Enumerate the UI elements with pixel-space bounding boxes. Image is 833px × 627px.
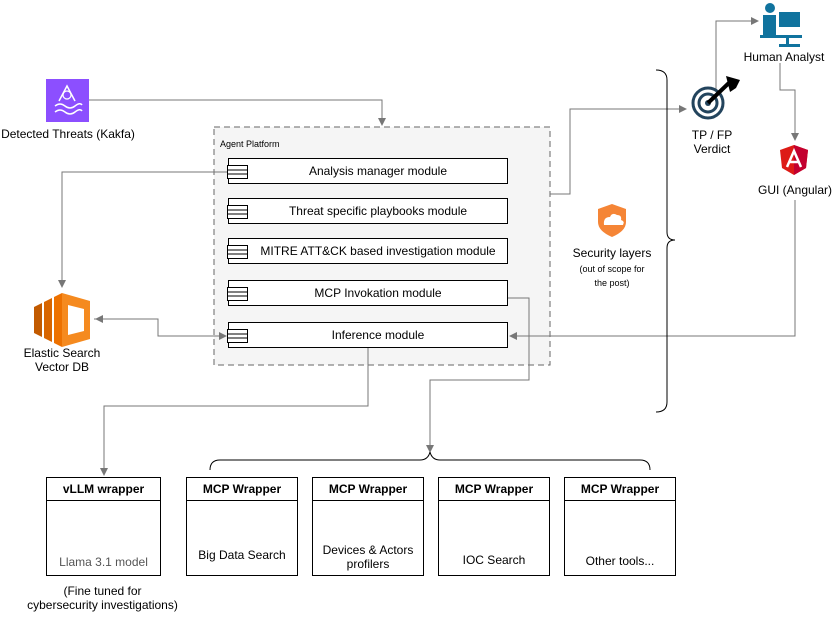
- verdict-label: TP / FP Verdict: [672, 128, 752, 156]
- security-layers-note: (out of scope for the post): [562, 262, 662, 290]
- wrappers-brace: [209, 451, 651, 471]
- human-analyst-label: Human Analyst: [743, 50, 825, 64]
- vllm-wrapper-box[interactable]: vLLM wrapper Llama 3.1 model: [46, 477, 161, 576]
- verdict-label-line1: TP / FP: [691, 128, 733, 142]
- vllm-note-line1: (Fine tuned for: [63, 584, 142, 598]
- edge-analyst-gui: [779, 63, 799, 141]
- kafka-icon: [46, 79, 89, 122]
- human-analyst-icon: [760, 3, 802, 47]
- mcp-wrapper-other-tools[interactable]: MCP Wrapper Other tools...: [564, 477, 676, 576]
- edge-mcp-wrappers: [426, 297, 530, 453]
- mcp-wrapper-body: IOC Search: [462, 553, 526, 567]
- component-icon: [227, 165, 248, 179]
- verdict-label-line2: Verdict: [693, 142, 731, 156]
- target-icon: [691, 76, 740, 120]
- mcp-wrapper-body: Devices & Actors profilers: [313, 543, 423, 571]
- security-note-line2: the post): [594, 278, 630, 288]
- mcp-wrapper-title: MCP Wrapper: [439, 478, 549, 501]
- component-icon: [227, 287, 248, 301]
- module-label: Inference module: [331, 328, 425, 342]
- module-mcp-invocation[interactable]: MCP Invokation module: [227, 280, 508, 306]
- module-label: MCP Invokation module: [314, 286, 442, 300]
- mcp-wrapper-body-line1: Devices & Actors: [322, 543, 414, 557]
- mcp-wrapper-ioc-search[interactable]: MCP Wrapper IOC Search: [438, 477, 550, 576]
- mcp-wrapper-body: Big Data Search: [198, 548, 286, 562]
- elastic-label: Elastic Search Vector DB: [10, 346, 114, 374]
- module-label: Threat specific playbooks module: [288, 204, 468, 218]
- security-layers-label: Security layers: [572, 246, 652, 260]
- gui-label: GUI (Angular): [757, 183, 833, 197]
- mcp-wrapper-body: Other tools...: [585, 554, 655, 568]
- module-label: MITRE ATT&CK based investigation module: [260, 244, 496, 258]
- agent-platform-title: Agent Platform: [220, 139, 280, 149]
- vllm-note-line2: cybersecurity investigations): [27, 598, 178, 612]
- elastic-label-line1: Elastic Search: [23, 346, 101, 360]
- kafka-label: Detected Threats (Kakfa): [1, 127, 135, 141]
- edge-platform-verdict: [550, 105, 687, 195]
- module-inference[interactable]: Inference module: [227, 322, 508, 348]
- edge-kafka-platform: [89, 99, 386, 126]
- vllm-wrapper-title: vLLM wrapper: [47, 478, 160, 501]
- module-threat-playbooks[interactable]: Threat specific playbooks module: [227, 198, 508, 224]
- mcp-wrapper-title: MCP Wrapper: [187, 478, 297, 501]
- mcp-wrapper-big-data[interactable]: MCP Wrapper Big Data Search: [186, 477, 298, 576]
- elastic-label-line2: Vector DB: [34, 360, 90, 374]
- edge-elastic-inference: [94, 318, 227, 340]
- angular-icon: [780, 145, 808, 175]
- security-brace: [655, 69, 676, 413]
- component-icon: [227, 245, 248, 259]
- mcp-wrapper-title: MCP Wrapper: [565, 478, 675, 501]
- edge-analysis-elastic: [58, 171, 228, 288]
- mcp-wrapper-body-line2: profilers: [346, 557, 390, 571]
- module-analysis-manager[interactable]: Analysis manager module: [227, 158, 508, 184]
- security-note-line1: (out of scope for: [579, 264, 645, 274]
- vllm-wrapper-body: Llama 3.1 model: [59, 555, 148, 569]
- elastic-icon: [34, 293, 90, 347]
- module-mitre-investigation[interactable]: MITRE ATT&CK based investigation module: [227, 238, 508, 264]
- vllm-note: (Fine tuned for cybersecurity investigat…: [0, 584, 205, 612]
- module-label: Analysis manager module: [308, 164, 448, 178]
- edge-inference-vllm: [100, 348, 369, 476]
- component-icon: [227, 329, 248, 343]
- shield-cloud-icon: [598, 204, 626, 237]
- component-icon: [227, 205, 248, 219]
- mcp-wrapper-devices-actors[interactable]: MCP Wrapper Devices & Actors profilers: [312, 477, 424, 576]
- edge-verdict-analyst: [715, 17, 759, 92]
- mcp-wrapper-title: MCP Wrapper: [313, 478, 423, 501]
- edge-gui-inference: [509, 200, 796, 340]
